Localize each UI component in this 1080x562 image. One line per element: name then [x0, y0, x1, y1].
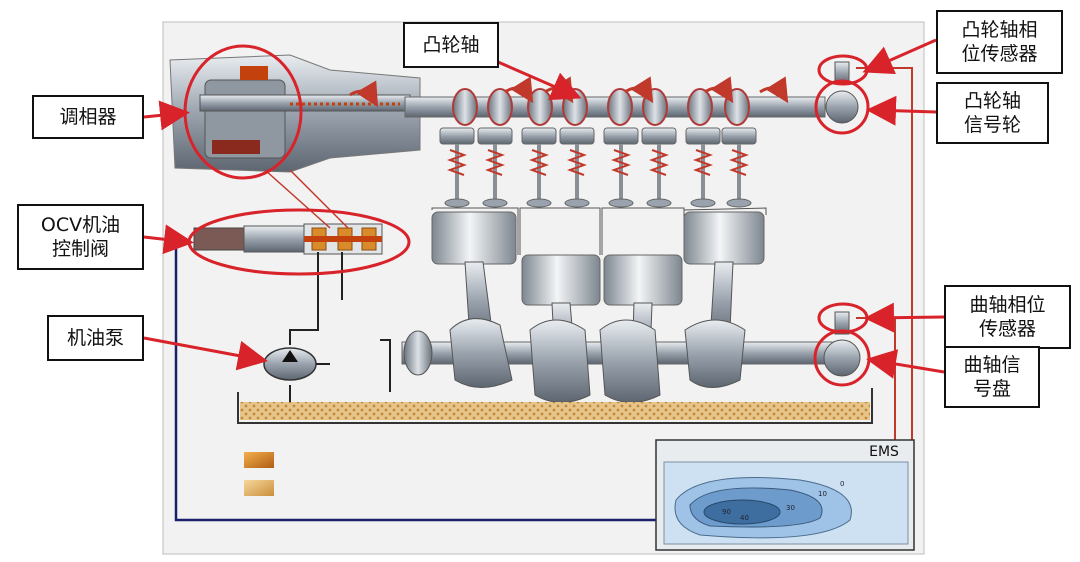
label-crank-position-sensor: 曲轴相位 传感器 — [944, 285, 1071, 349]
crankshaft — [401, 311, 861, 403]
pointer-arrows — [143, 38, 945, 379]
label-oil-pump: 机油泵 — [47, 315, 144, 361]
label-ocv-valve: OCV机油 控制阀 — [17, 204, 144, 270]
ecu-box: EMS 0 10 30 40 90 — [655, 439, 915, 551]
label-crank-signal-disc: 曲轴信 号盘 — [944, 346, 1040, 408]
ecu-title: EMS — [869, 444, 899, 460]
label-camshaft: 凸轮轴 — [403, 22, 499, 68]
label-cam-position-sensor: 凸轮轴相 位传感器 — [936, 10, 1063, 74]
pressure-oil-swatch — [244, 452, 274, 468]
map-value-3: 40 — [740, 514, 749, 522]
oil-pan — [237, 388, 873, 424]
label-cam-signal-wheel: 凸轮轴 信号轮 — [936, 82, 1049, 144]
ocv-valve — [193, 223, 383, 255]
crank-position-sensor — [834, 311, 850, 335]
camshaft — [349, 61, 859, 126]
cam-signal-wheel — [825, 90, 859, 124]
label-phaser: 调相器 — [32, 95, 144, 139]
crank-signal-disc — [823, 339, 861, 377]
map-value-1: 10 — [818, 490, 827, 498]
map-value-4: 90 — [722, 508, 731, 516]
map-value-0: 0 — [840, 480, 844, 488]
map-value-2: 30 — [786, 504, 795, 512]
return-oil-swatch — [244, 480, 274, 496]
